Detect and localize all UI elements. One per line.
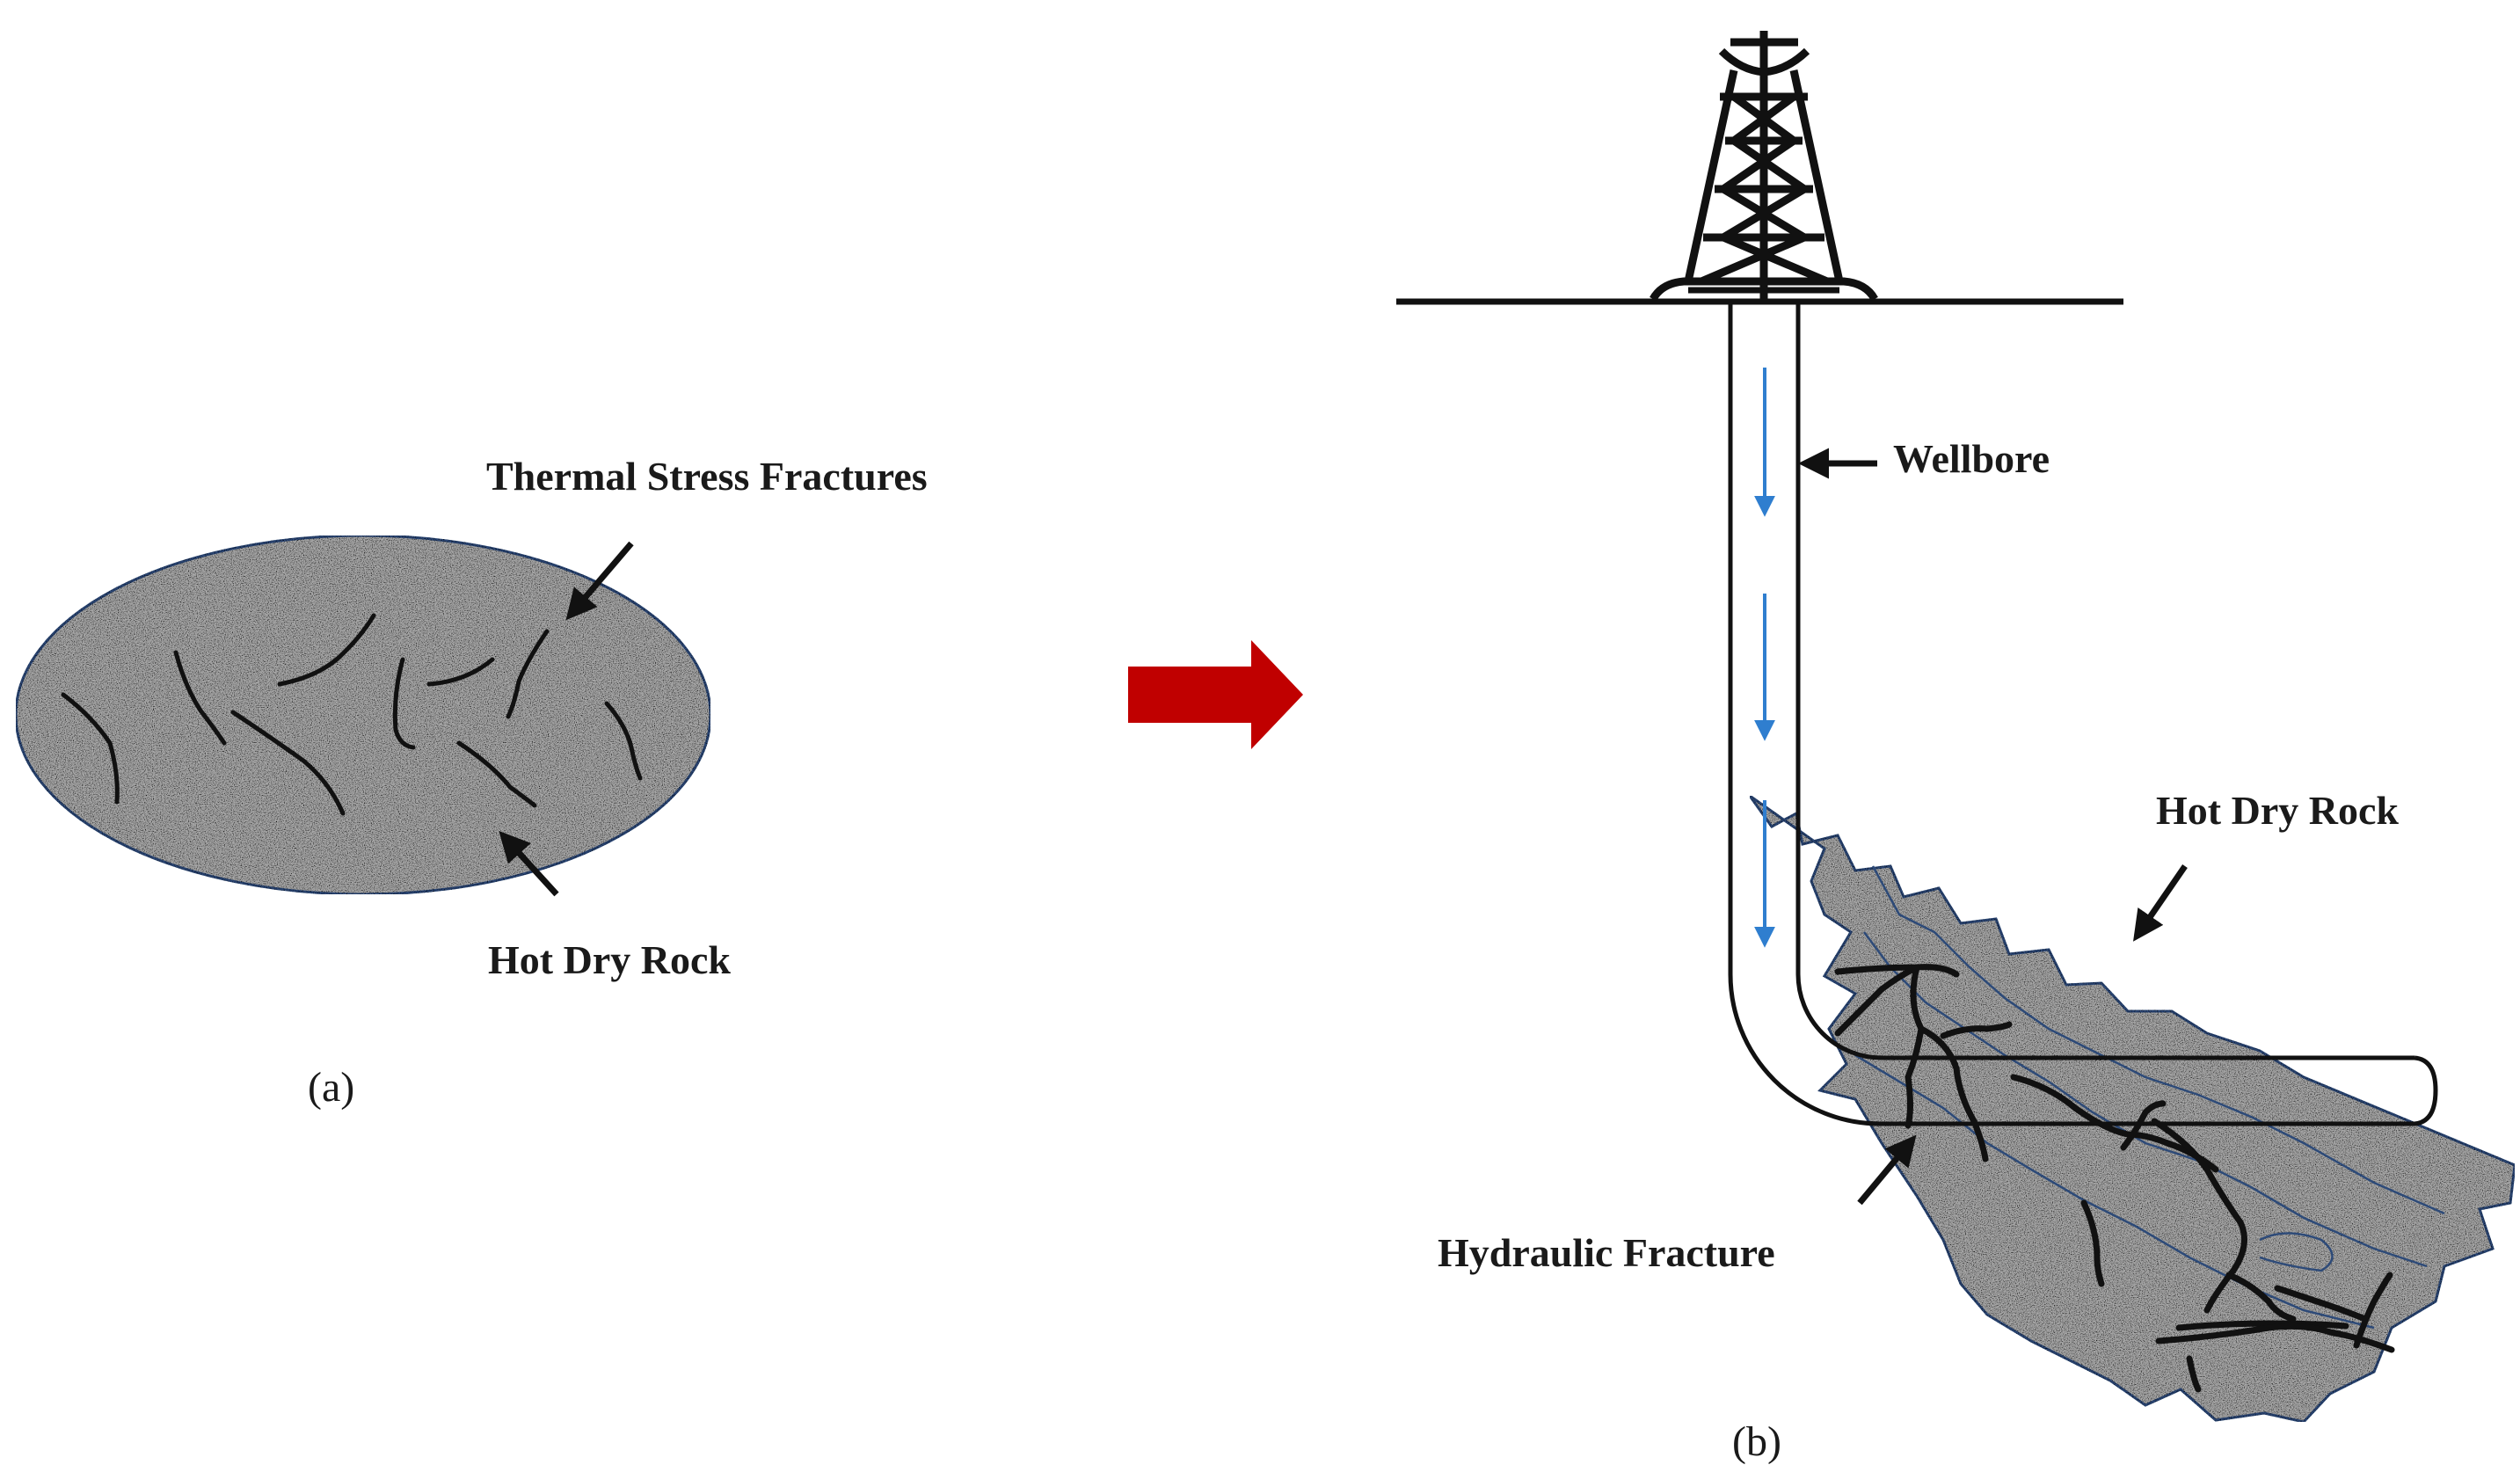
rock-pointer-arrow <box>499 830 559 897</box>
panel-b: Wellbore Hot Dry Rock Hydraulic Fracture… <box>1396 31 2516 1465</box>
panel-a: Thermal Stress Fractures Hot Dry Rock (a… <box>14 454 928 1111</box>
hot-dry-rock-ellipse <box>14 534 712 896</box>
hydraulic-pointer-arrow <box>1857 1134 1917 1206</box>
hot-dry-rock-body <box>1748 794 2516 1424</box>
wellbore-label: Wellbore <box>1893 436 2050 481</box>
caption-a: (a) <box>308 1064 354 1111</box>
hot-dry-rock-label-a: Hot Dry Rock <box>488 937 731 982</box>
thermal-fractures <box>61 613 643 816</box>
caption-b: (b) <box>1732 1418 1781 1465</box>
hydraulic-fracture-label: Hydraulic Fracture <box>1438 1230 1775 1275</box>
rock-pointer-arrow-b <box>2133 864 2188 942</box>
thermal-stress-fractures-label: Thermal Stress Fractures <box>486 454 928 499</box>
fractures-pointer-arrow <box>565 541 634 621</box>
right-arrow-icon <box>1128 640 1303 749</box>
hydraulic-fractures <box>1834 964 2395 1393</box>
hot-dry-rock-label-b: Hot Dry Rock <box>2156 788 2399 833</box>
wellbore <box>1728 303 2438 1126</box>
oil-derrick-icon <box>1650 31 1878 302</box>
